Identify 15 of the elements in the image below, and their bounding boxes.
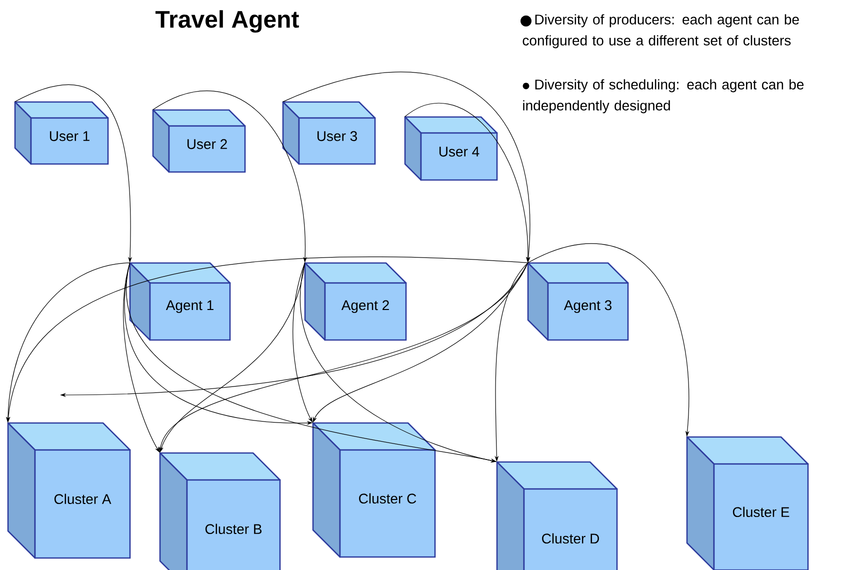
bullet-note: Diversity of scheduling: each agent can be independently designed (522, 79, 804, 114)
bullet-note: Diversity of producers: each agent can be configured to use a different set of clusters (520, 14, 799, 48)
cube: Cluster A (7, 422, 131, 559)
cube: Agent 3 (527, 262, 629, 341)
cube: Cluster B (159, 452, 281, 570)
cube: Cluster E (686, 436, 809, 570)
cube: Agent 2 (304, 262, 407, 341)
cube: Cluster D (496, 461, 618, 570)
cube: User 2 (152, 109, 246, 173)
title: Travel Agent (155, 10, 299, 33)
cube: Cluster C (312, 422, 436, 558)
cube: User 4 (404, 116, 498, 181)
cube: User 3 (282, 101, 376, 165)
cube: Agent 1 (129, 262, 231, 341)
cube: User 1 (14, 101, 109, 165)
